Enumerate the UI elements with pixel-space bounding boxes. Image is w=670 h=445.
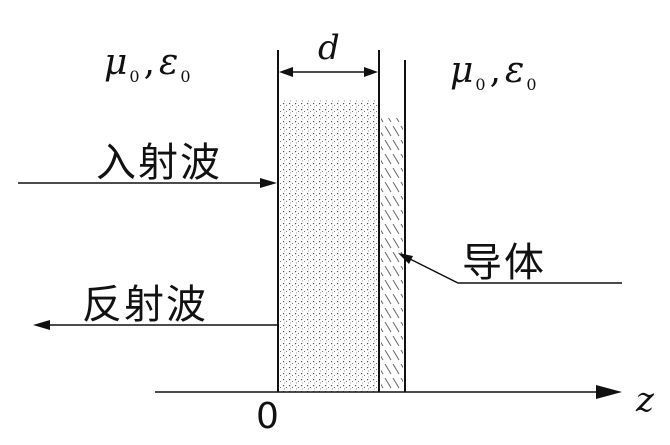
incident-wave-arrowhead <box>260 178 277 188</box>
thickness-arrowhead-right <box>364 67 378 77</box>
conductor-leader-arrowhead <box>398 253 413 264</box>
z-axis-arrowhead <box>596 385 622 399</box>
incident-wave-label: 入射波 <box>96 140 222 186</box>
mu-symbol: μ <box>450 50 474 91</box>
conductor-label: 导体 <box>462 240 546 286</box>
mu-subscript: 0 <box>129 67 140 86</box>
epsilon-subscript: 0 <box>180 67 191 86</box>
z-axis-label: z <box>636 380 654 420</box>
epsilon-symbol: ε <box>159 42 179 83</box>
separator: , <box>489 50 502 91</box>
reflected-wave-arrowhead <box>33 320 50 330</box>
thickness-label: d <box>318 28 340 68</box>
reflected-wave-label: 反射波 <box>82 282 208 328</box>
mu-subscript: 0 <box>475 75 486 94</box>
conductor-leader-line <box>403 255 622 284</box>
epsilon-symbol: ε <box>505 50 525 91</box>
conductor-hatch <box>381 118 403 392</box>
origin-label: 0 <box>256 396 279 437</box>
dielectric-slab <box>279 100 378 392</box>
thickness-arrowhead-left <box>279 67 293 77</box>
epsilon-subscript: 0 <box>526 75 537 94</box>
mu-symbol: μ <box>104 42 128 83</box>
separator: , <box>143 42 156 83</box>
